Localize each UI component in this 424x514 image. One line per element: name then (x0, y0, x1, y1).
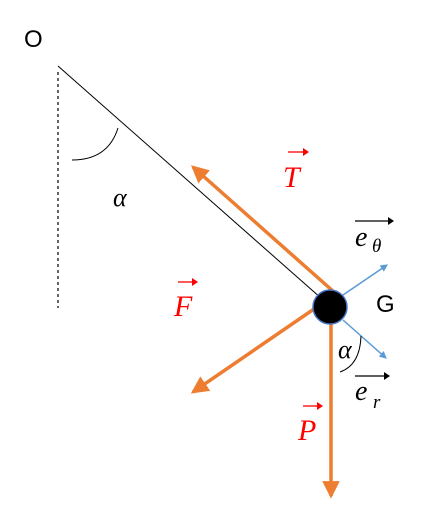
origin-label: O (24, 26, 43, 53)
tension-label-text: T (283, 161, 302, 194)
force-vector-arrow-head (192, 278, 198, 286)
pendulum-mass (312, 289, 348, 325)
e-theta-label: e θ (355, 217, 394, 257)
weight-label: P (297, 402, 323, 447)
center-label: G (376, 291, 395, 318)
angle-label-top: α (113, 183, 128, 212)
e-r-base-text: e (355, 376, 367, 407)
angle-label-bottom: α (338, 335, 353, 364)
angle-arc-top (71, 127, 119, 161)
e-r-label: e r (355, 372, 390, 413)
tension-label: T (283, 148, 309, 194)
force-label-text: F (173, 290, 193, 323)
e-r-vector-arrow-head (384, 372, 390, 380)
e-theta-subscript-text: θ (372, 236, 381, 257)
e-r-unit-vector (342, 319, 387, 359)
angle-arc-bottom (339, 335, 362, 373)
e-theta-unit-vector (342, 264, 388, 296)
tension-vector-arrow-head (303, 148, 309, 156)
e-theta-vector-arrow-head (388, 217, 394, 225)
force-label: F (173, 278, 198, 323)
weight-label-text: P (297, 414, 316, 447)
e-r-subscript-text: r (373, 392, 381, 413)
force-arrow (190, 307, 315, 394)
pendulum-string (57, 65, 331, 307)
tension-arrow (191, 165, 336, 294)
weight-vector-arrow-head (317, 402, 323, 410)
e-theta-base-text: e (355, 222, 367, 253)
